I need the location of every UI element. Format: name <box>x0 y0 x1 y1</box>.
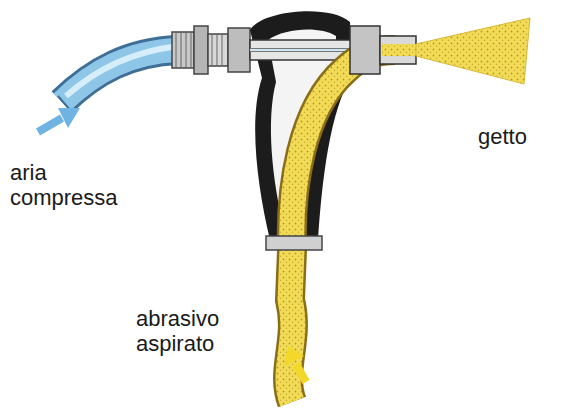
air-inlet-arrow <box>38 108 80 132</box>
abrasive-jet <box>416 18 530 84</box>
nozzle <box>350 26 416 74</box>
label-text: abrasivo aspirato <box>136 306 248 356</box>
tube-collar <box>266 236 322 250</box>
abrasive-tube <box>288 50 395 402</box>
hose-fitting <box>172 26 250 74</box>
label-text: aria compressa <box>10 160 128 210</box>
abrasive-inlet-arrow <box>284 346 306 382</box>
air-hose <box>58 46 178 110</box>
label-text: getto <box>478 124 568 149</box>
